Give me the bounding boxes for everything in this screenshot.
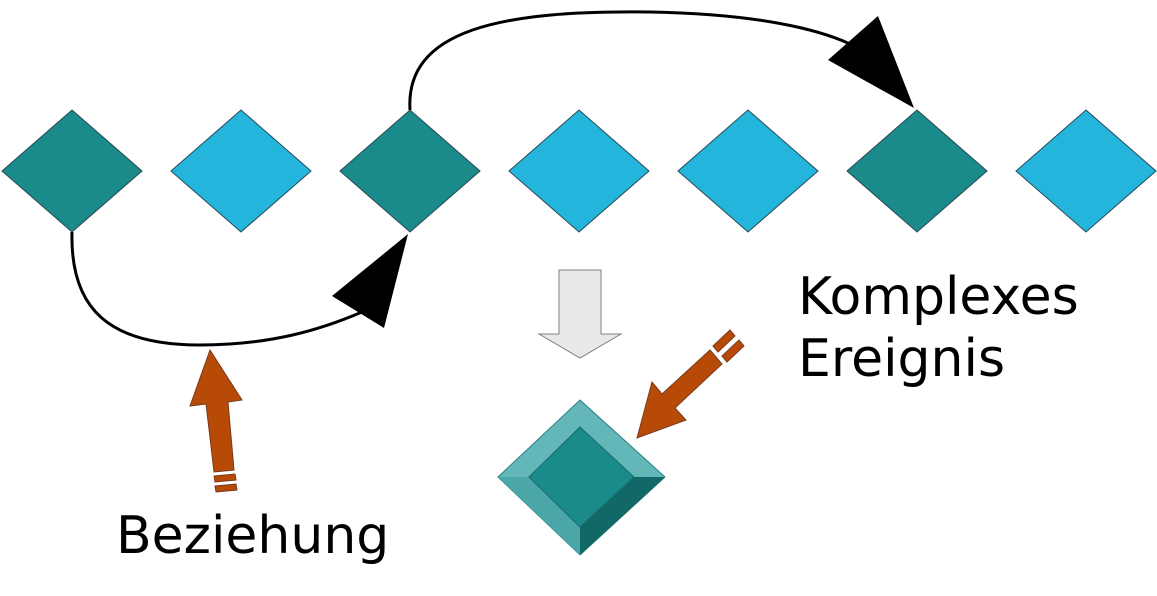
gray-down-arrow-icon [537,269,623,359]
gem-diamond-icon [497,399,666,556]
event-diamond-blue [677,109,819,233]
event-diamond-teal [339,109,481,233]
event-diamond-teal [846,109,988,233]
event-diamond-blue [170,109,312,233]
orange-block-arrow-icon [636,329,745,439]
relationship-curve-lower [70,231,363,347]
event-diamond-blue [508,109,650,233]
relationship-curve-lower-arrowhead [332,234,408,328]
orange-block-arrow-icon [189,348,243,493]
complex-event-label-line1: Komplexes [798,267,1079,327]
complex-event-label-line2: Ereignis [798,329,1006,390]
relationship-curve-upper [408,10,851,111]
relationship-label: Beziehung [116,506,390,566]
relationship-curve-upper-arrowhead [828,16,914,108]
complex-event-label: Komplexes Ereignis [798,266,1079,391]
event-diamond-teal [1,109,143,233]
event-diamond-blue [1015,109,1157,233]
event-stream [1,109,1157,233]
